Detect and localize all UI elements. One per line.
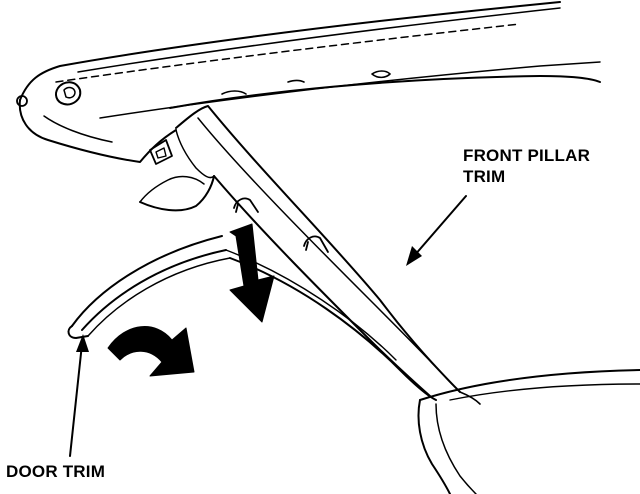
front-corner-molding [18, 99, 177, 163]
door-trim-inner [81, 249, 227, 331]
door-trim-lip [87, 257, 231, 337]
roof-clip-slot-2 [221, 90, 247, 95]
dashboard-inner [449, 383, 640, 401]
roof-clip-slot-1 [371, 70, 391, 79]
pillar-upper-shoulder [175, 129, 215, 179]
door-trim-end [67, 325, 89, 339]
door-trim-leader-arrowhead [76, 334, 89, 352]
front-pillar-label-line1: FRONT PILLAR [463, 146, 591, 165]
pillar-clip-2 [303, 235, 329, 253]
pillar-trim-lower-curve [139, 175, 215, 212]
roof-inner-edge [99, 61, 601, 119]
pillar-bracket-hole [155, 147, 167, 159]
pull-down-arrow [229, 223, 275, 323]
pillar-clip-1 [233, 197, 259, 213]
door-trim-outer [71, 235, 223, 327]
pillar-trim-outer-edge [175, 105, 461, 393]
clip-hole-inner [63, 86, 76, 99]
front-corner-inner [43, 115, 113, 143]
lower-pillar-base [459, 391, 481, 405]
roof-dashed-seam [55, 23, 521, 83]
front-pillar-trim-label: FRONT PILLAR TRIM [463, 145, 590, 187]
pillar-trim-ridge [197, 117, 453, 385]
dashboard-top [419, 369, 640, 401]
screw-head [16, 95, 28, 107]
roof-edge [19, 1, 561, 101]
roof-panel-line [77, 7, 561, 73]
pillar-trim-bottom [139, 175, 205, 203]
dashboard-crease [435, 403, 477, 494]
pull-out-arrow [107, 326, 195, 377]
dashboard-front [417, 399, 451, 494]
body-opening-edge [229, 257, 437, 401]
door-trim-label: DOOR TRIM [6, 461, 105, 482]
headliner-lower-edge [169, 75, 601, 109]
clip-hole-top [55, 81, 82, 106]
front-pillar-label-line2: TRIM [463, 167, 506, 186]
roof-clip-slot-3 [287, 79, 305, 83]
door-trim-leader-line [69, 343, 83, 457]
front-pillar-leader-arrowhead [406, 246, 422, 266]
door-trim-label-text: DOOR TRIM [6, 462, 106, 481]
pillar-bracket [149, 139, 173, 165]
front-pillar-leader-line [413, 195, 467, 257]
